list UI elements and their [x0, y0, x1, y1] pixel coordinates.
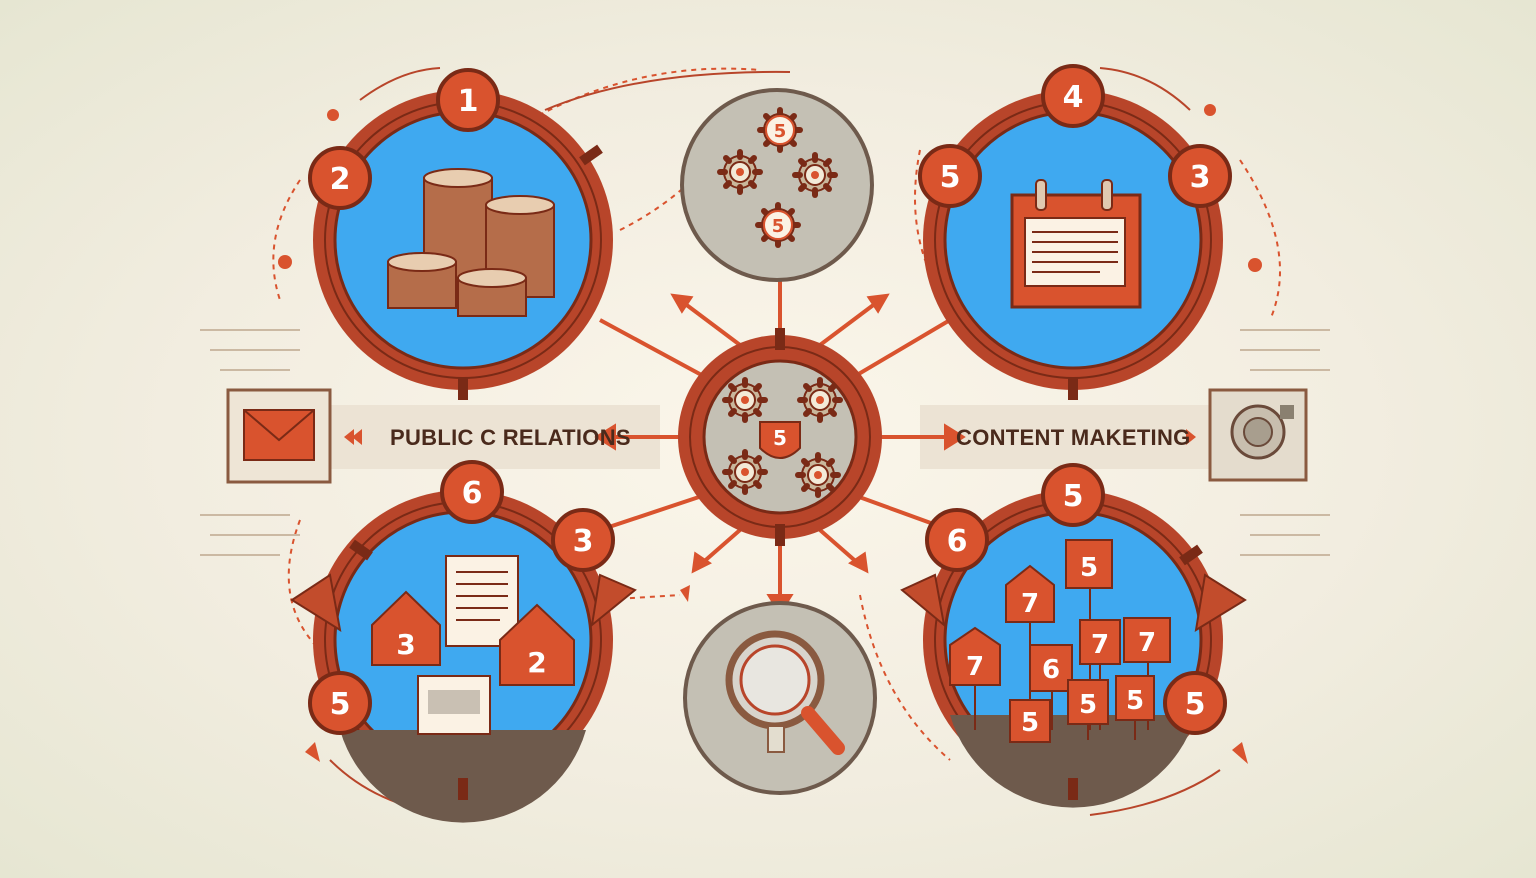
shield-label: 5 — [773, 426, 787, 450]
device-icon — [1208, 388, 1308, 482]
signpost: 5 — [1115, 675, 1155, 721]
background-lines — [200, 329, 1330, 556]
badge-label: 5 — [772, 216, 785, 237]
badge-3: 3 — [1168, 144, 1232, 208]
top-center-circle — [680, 88, 874, 282]
sign-label: 5 — [1080, 553, 1098, 583]
sign-label: 5 — [1021, 708, 1039, 738]
signpost: 7 — [1123, 617, 1171, 663]
bottom-center-circle — [683, 601, 877, 795]
sign-label: 7 — [1021, 589, 1039, 619]
badge-5: 5 — [308, 671, 372, 735]
sign-label: 6 — [1042, 655, 1060, 685]
signpost: 7 — [1079, 619, 1121, 665]
magnifier-icon — [725, 630, 845, 755]
house-label: 3 — [396, 628, 415, 661]
sign-label: 5 — [1079, 690, 1097, 720]
sign-label: 7 — [966, 652, 984, 682]
signpost: 6 — [1029, 644, 1073, 692]
coin-stacks-icon — [387, 168, 555, 317]
signpost: 7 — [949, 626, 1001, 686]
content-marketing-label: CONTENT MAKETING — [956, 425, 1191, 450]
calendar-icon — [1010, 179, 1142, 309]
house-3: 3 — [371, 590, 441, 666]
badge-label: 5 — [940, 160, 961, 195]
top-right-circle — [923, 90, 1223, 390]
badge-5: 5 — [1041, 463, 1105, 527]
center-hub — [678, 328, 882, 546]
sign-label: 7 — [1091, 630, 1109, 660]
badge-label: 2 — [330, 162, 351, 197]
badge-1: 1 — [436, 68, 500, 132]
gears-shield-icon — [725, 380, 840, 495]
signpost: 5 — [1067, 679, 1109, 725]
house-label: 2 — [527, 646, 546, 679]
ring-ears — [290, 573, 1247, 633]
badge-label: 6 — [462, 476, 483, 511]
badge-label: 1 — [458, 84, 479, 119]
public-relations-label: PUBLIC C RELATIONS — [390, 425, 631, 450]
signpost: 7 — [1005, 564, 1055, 623]
gear-badge: 5 — [763, 210, 793, 240]
envelope-icon — [226, 388, 332, 484]
badge-label: 3 — [1190, 160, 1211, 195]
badge-group: 1 2 4 5 3 6 3 5 — [308, 64, 1232, 735]
badge-label: 3 — [573, 524, 594, 559]
top-left-circle — [313, 90, 613, 390]
badge-2: 2 — [308, 146, 372, 210]
badge-4: 4 — [1041, 64, 1105, 128]
houses-documents-icon — [417, 555, 519, 735]
decor-icons — [278, 104, 1262, 764]
badge-label: 6 — [947, 524, 968, 559]
sign-label: 7 — [1138, 628, 1156, 658]
house-2: 2 — [499, 603, 575, 686]
arc-arrows — [329, 67, 1221, 816]
gear-badge: 5 — [765, 115, 795, 145]
badge-label: 4 — [1063, 80, 1084, 115]
signpost-group: 5 7 7 7 6 7 5 5 — [949, 539, 1171, 743]
signpost: 5 — [1009, 699, 1051, 743]
badge-label: 5 — [330, 687, 351, 722]
signpost: 5 — [1065, 539, 1113, 589]
right-label-bar — [920, 405, 1210, 469]
bottom-left-circle — [313, 490, 613, 823]
badge-5: 5 — [1163, 671, 1227, 735]
badge-6: 6 — [440, 460, 504, 524]
badge-label: 5 — [1185, 687, 1206, 722]
badge-5: 5 — [918, 144, 982, 208]
badge-6: 6 — [925, 508, 989, 572]
badge-3: 3 — [551, 508, 615, 572]
badge-label: 5 — [1063, 479, 1084, 514]
badge-label: 5 — [774, 121, 787, 142]
sign-label: 5 — [1126, 686, 1144, 716]
